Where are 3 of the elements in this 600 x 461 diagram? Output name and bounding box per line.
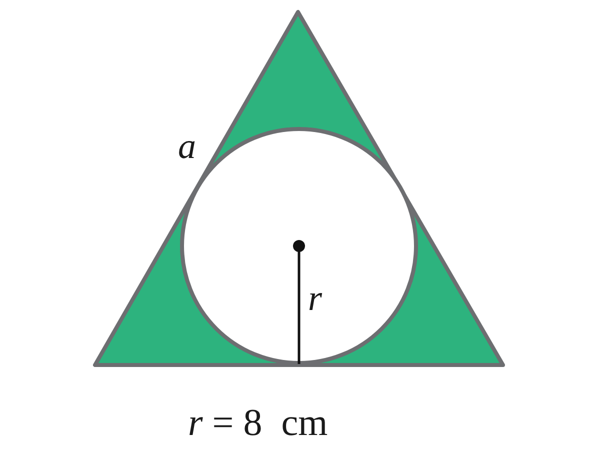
- radius-label: r: [308, 280, 322, 316]
- radius-value-note: r = 8 cm: [188, 404, 328, 442]
- side-label: a: [178, 128, 196, 164]
